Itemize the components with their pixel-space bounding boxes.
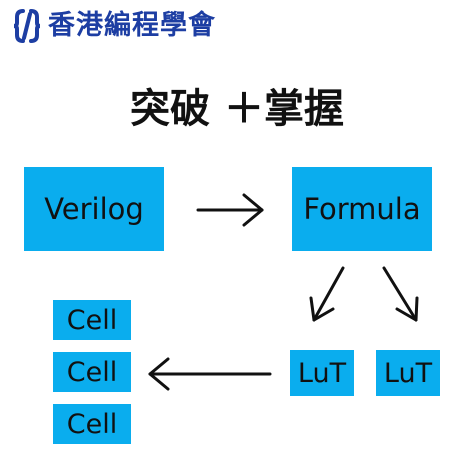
code-brackets-icon	[13, 9, 41, 43]
formula-label: Formula	[303, 192, 421, 226]
formula-box: Formula	[292, 167, 432, 251]
verilog-label: Verilog	[44, 192, 144, 226]
lut-box-left: LuT	[290, 350, 354, 396]
cell-box-1: Cell	[53, 300, 131, 340]
org-name: 香港編程學會	[48, 10, 216, 41]
arrow-formula-to-lut-right	[382, 266, 419, 322]
lut-box-right: LuT	[376, 350, 440, 396]
lut-right-label: LuT	[383, 357, 433, 389]
arrow-lut-to-cells	[148, 357, 272, 391]
cell-label-1: Cell	[66, 304, 118, 336]
cell-label-2: Cell	[66, 356, 118, 388]
arrow-formula-to-lut-left	[309, 266, 345, 322]
lut-left-label: LuT	[297, 357, 347, 389]
arrow-verilog-to-formula	[196, 193, 264, 227]
page-title: 突破 ＋掌握	[130, 86, 344, 132]
verilog-box: Verilog	[24, 167, 164, 251]
header-logo: 香港編程學會	[12, 8, 216, 44]
cell-label-3: Cell	[66, 408, 118, 440]
cell-box-2: Cell	[53, 352, 131, 392]
cell-box-3: Cell	[53, 404, 131, 444]
